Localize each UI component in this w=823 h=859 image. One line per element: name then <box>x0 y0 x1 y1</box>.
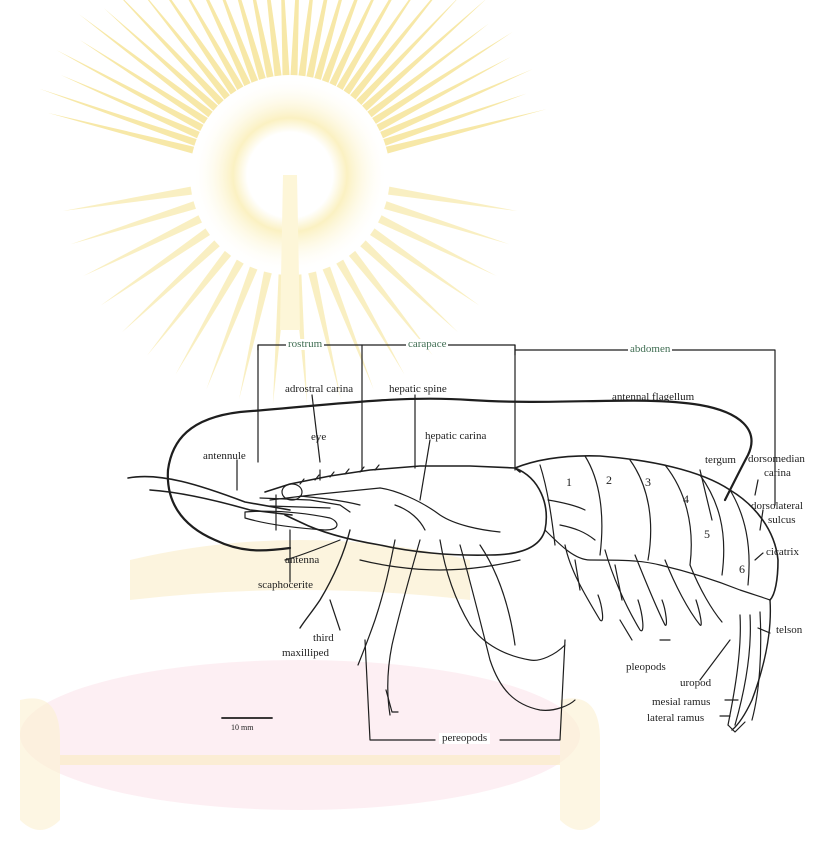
antennal-flagellum-line <box>168 399 751 500</box>
label-dorsolateral: dorsolateral <box>751 501 803 512</box>
segment-line-2 <box>585 456 602 555</box>
segment-line-5 <box>700 475 724 575</box>
pereopod-4 <box>460 545 575 710</box>
label-antennal-flagellum: antennal flagellum <box>612 392 694 403</box>
label-dorsolateral-sulcus: sulcus <box>768 515 796 526</box>
label-pleopods: pleopods <box>626 662 666 673</box>
segment-number-4: 4 <box>683 493 689 505</box>
segment-number-6: 6 <box>739 563 745 575</box>
pereopod-5 <box>480 545 515 645</box>
label-third: third <box>313 633 334 644</box>
bracket-carapace <box>362 345 515 470</box>
segment-number-1: 1 <box>566 476 572 488</box>
label-telson: telson <box>776 625 802 636</box>
segment-number-5: 5 <box>704 528 710 540</box>
label-carapace: carapace <box>406 339 448 350</box>
pleopod-1 <box>565 545 603 621</box>
label-dorsomedian-carina: carina <box>764 468 791 479</box>
pleopod-5 <box>690 565 722 622</box>
bracket-pereopods <box>365 640 565 740</box>
bracket-rostrum <box>258 345 362 470</box>
uropod-shape <box>728 612 761 725</box>
label-adrostral-carina: adrostral carina <box>285 384 353 395</box>
segment-line-4 <box>665 465 691 565</box>
scaphocerite-shape <box>245 511 337 530</box>
pereopod-1 <box>358 540 395 665</box>
pleopod-4 <box>665 560 701 625</box>
pereopod-3 <box>440 540 565 660</box>
label-cicatrix: cicatrix <box>766 547 799 558</box>
label-mesial-ramus: mesial ramus <box>652 697 710 708</box>
label-maxilliped: maxilliped <box>282 648 329 659</box>
carapace-shape <box>285 468 546 555</box>
antennule-flagella <box>128 477 290 510</box>
scale-bar-label: 10 mm <box>231 723 253 732</box>
label-tergum: tergum <box>705 455 736 466</box>
label-hepatic-carina: hepatic carina <box>425 431 486 442</box>
label-antennule: antennule <box>203 451 246 462</box>
label-abdomen: abdomen <box>628 344 672 355</box>
label-eye: eye <box>311 432 326 443</box>
label-antenna: antenna <box>285 555 319 566</box>
segment-number-2: 2 <box>606 474 612 486</box>
label-dorsomedian: dorsomedian <box>748 454 805 465</box>
segment-number-3: 3 <box>645 476 651 488</box>
label-lateral-ramus: lateral ramus <box>647 713 704 724</box>
label-rostrum: rostrum <box>286 339 324 350</box>
label-uropod: uropod <box>680 678 711 689</box>
label-scaphocerite: scaphocerite <box>258 580 313 591</box>
label-pereopods: pereopods <box>439 733 490 744</box>
label-hepatic-spine: hepatic spine <box>389 384 447 395</box>
